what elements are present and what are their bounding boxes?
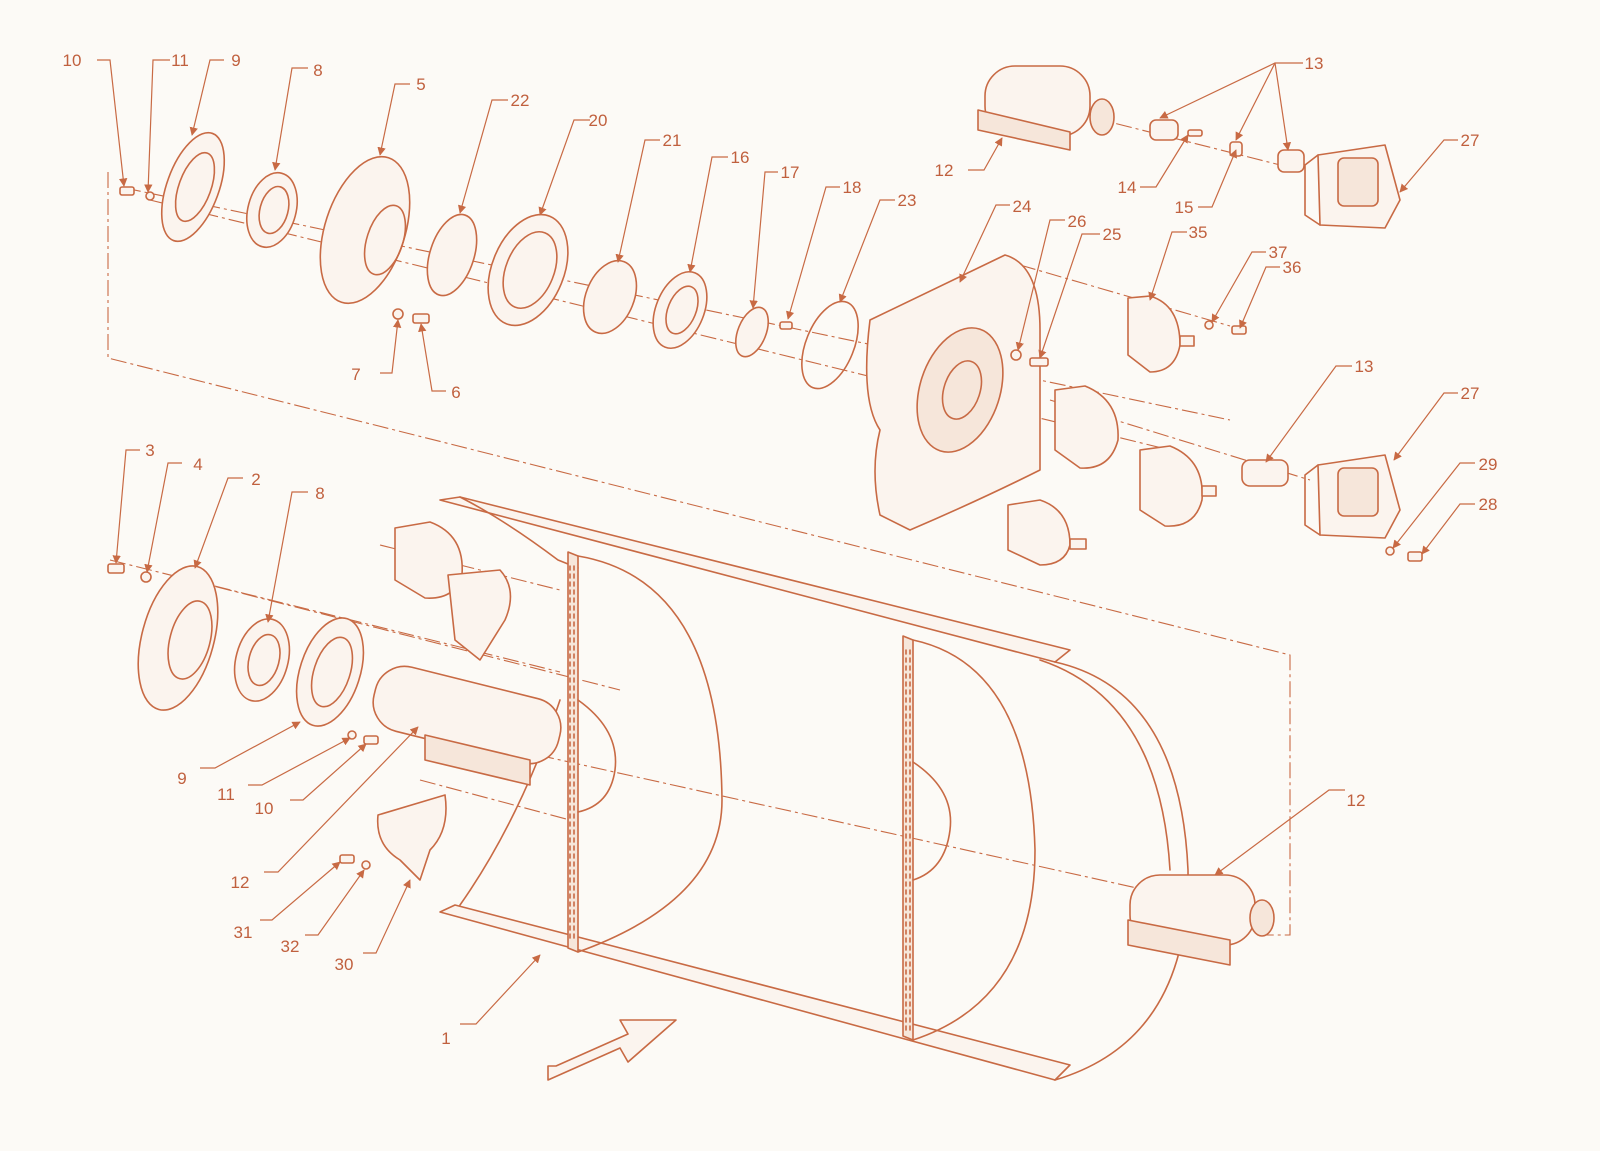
part-5-housing bbox=[319, 155, 411, 305]
part-label-12: 12 bbox=[935, 161, 954, 180]
part-27-pump-top bbox=[1304, 144, 1401, 229]
part-21-ring bbox=[582, 259, 638, 335]
part-label-3: 3 bbox=[145, 441, 154, 460]
part-11-washer-lower bbox=[347, 730, 357, 740]
part-label-9: 9 bbox=[177, 769, 186, 788]
part-12-roller-right bbox=[1127, 874, 1275, 966]
part-8-bearing-lower bbox=[233, 618, 291, 702]
part-13-coupling-mid bbox=[1241, 459, 1289, 487]
part-12-roller-top bbox=[977, 65, 1115, 151]
part-label-12: 12 bbox=[231, 873, 250, 892]
part-20-seal bbox=[487, 213, 569, 327]
part-8-bearing bbox=[246, 171, 298, 249]
part-label-32: 32 bbox=[281, 937, 300, 956]
part-27-pump-mid bbox=[1304, 454, 1401, 539]
part-label-14: 14 bbox=[1118, 178, 1137, 197]
part-label-31: 31 bbox=[234, 923, 253, 942]
part-9-flange-lower bbox=[295, 617, 365, 727]
bearing-units-side bbox=[1007, 385, 1217, 566]
bearing-covers-left bbox=[394, 521, 512, 661]
part-label-36: 36 bbox=[1283, 258, 1302, 277]
part-label-11: 11 bbox=[171, 51, 189, 70]
part-23-oring bbox=[801, 300, 859, 390]
part-label-12: 12 bbox=[1347, 791, 1366, 810]
part-label-6: 6 bbox=[451, 383, 460, 402]
part-label-8: 8 bbox=[315, 484, 324, 503]
part-6-bolt bbox=[412, 313, 430, 324]
part-3-bolt bbox=[107, 563, 125, 574]
part-label-20: 20 bbox=[589, 111, 608, 130]
part-26-washer bbox=[1010, 349, 1022, 361]
part-label-27: 27 bbox=[1461, 131, 1480, 150]
part-35-bearing-unit bbox=[1127, 295, 1195, 373]
part-32-washer bbox=[361, 860, 371, 870]
part-label-2: 2 bbox=[251, 470, 260, 489]
part-label-26: 26 bbox=[1068, 212, 1087, 231]
part-24-plate bbox=[865, 254, 1041, 531]
part-label-30: 30 bbox=[335, 955, 354, 974]
part-31-bolt bbox=[339, 854, 355, 864]
part-13-coupling-top bbox=[1149, 119, 1305, 173]
part-25-screw bbox=[1029, 357, 1049, 367]
part-label-22: 22 bbox=[511, 91, 530, 110]
part-10-bolt-lower bbox=[363, 735, 379, 745]
part-30-cover bbox=[376, 794, 447, 881]
part-label-13: 13 bbox=[1355, 357, 1374, 376]
part-label-23: 23 bbox=[898, 191, 917, 210]
part-2-flange bbox=[137, 565, 219, 711]
part-label-4: 4 bbox=[193, 455, 202, 474]
part-label-5: 5 bbox=[416, 75, 425, 94]
part-16-bearing bbox=[652, 271, 708, 349]
part-label-21: 21 bbox=[663, 131, 682, 150]
part-28-bolt bbox=[1407, 551, 1423, 562]
part-7-washer bbox=[392, 308, 404, 320]
part-label-35: 35 bbox=[1189, 223, 1208, 242]
part-12-roller-lower bbox=[372, 665, 562, 786]
part-label-15: 15 bbox=[1175, 198, 1194, 217]
part-label-7: 7 bbox=[351, 365, 360, 384]
part-label-24: 24 bbox=[1013, 197, 1032, 216]
part-36-bolt bbox=[1231, 325, 1247, 335]
part-29-washer bbox=[1385, 546, 1395, 556]
part-label-9: 9 bbox=[231, 51, 240, 70]
part-18-screw bbox=[779, 321, 793, 330]
part-label-29: 29 bbox=[1479, 455, 1498, 474]
part-label-27: 27 bbox=[1461, 384, 1480, 403]
part-label-1: 1 bbox=[441, 1029, 450, 1048]
assembly-centerlines bbox=[107, 116, 1311, 936]
part-37-washer bbox=[1204, 320, 1214, 330]
drum-housing bbox=[439, 496, 1189, 1081]
leader-lines bbox=[97, 59, 1475, 1025]
part-label-10: 10 bbox=[63, 51, 82, 70]
part-label-28: 28 bbox=[1479, 495, 1498, 514]
part-22-ring bbox=[426, 213, 478, 297]
part-label-10: 10 bbox=[255, 799, 274, 818]
part-4-washer bbox=[140, 571, 152, 583]
part-11-washer bbox=[145, 191, 155, 201]
part-label-16: 16 bbox=[731, 148, 750, 167]
flow-arrow bbox=[547, 1019, 677, 1081]
part-9-flange bbox=[160, 131, 226, 243]
part-label-18: 18 bbox=[843, 178, 862, 197]
part-label-8: 8 bbox=[313, 61, 322, 80]
part-10-bolt bbox=[119, 186, 135, 196]
part-label-25: 25 bbox=[1103, 225, 1122, 244]
part-label-17: 17 bbox=[781, 163, 800, 182]
part-17-disc bbox=[734, 306, 770, 358]
part-label-37: 37 bbox=[1269, 243, 1288, 262]
part-label-11: 11 bbox=[217, 785, 235, 804]
part-label-13: 13 bbox=[1305, 54, 1324, 73]
